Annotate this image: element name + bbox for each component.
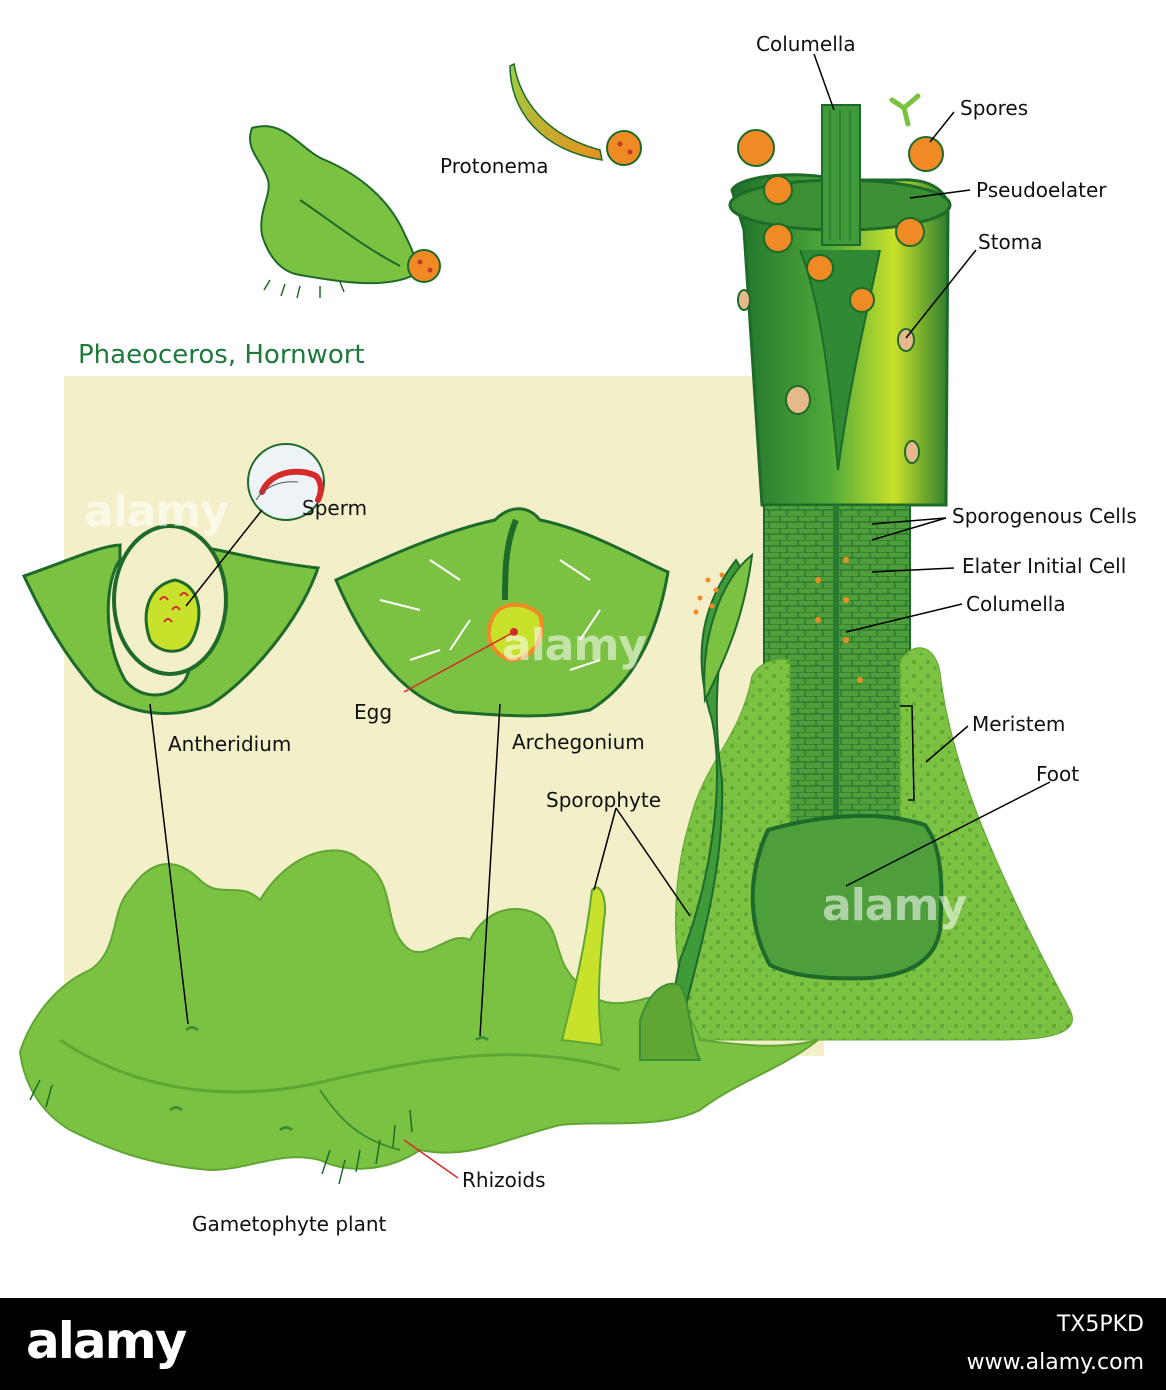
- footer-logo: alamy: [26, 1312, 187, 1370]
- leader-lines: [149, 53, 1051, 1037]
- protonema-filament: [509, 62, 642, 166]
- label-elater-initial-cell: Elater Initial Cell: [962, 554, 1127, 578]
- label-rhizoids: Rhizoids: [462, 1168, 546, 1192]
- foot: [750, 813, 944, 981]
- label-protonema: Protonema: [440, 154, 549, 178]
- spores-cluster: [737, 93, 944, 172]
- label-sporophyte: Sporophyte: [546, 788, 661, 812]
- watermark-right: alamy: [822, 880, 967, 931]
- label-antheridium: Antheridium: [168, 732, 292, 756]
- sporophyte-capsule: [728, 104, 952, 507]
- watermark-left: alamy: [84, 486, 229, 537]
- footer-bar: alamy TX5PKD www.alamy.com: [0, 1298, 1166, 1390]
- label-columella-top: Columella: [756, 32, 856, 56]
- label-meristem: Meristem: [972, 712, 1066, 736]
- label-foot: Foot: [1036, 762, 1080, 786]
- footer-url: www.alamy.com: [966, 1350, 1144, 1375]
- label-stoma: Stoma: [978, 230, 1043, 254]
- label-pseudoelater: Pseudoelater: [976, 178, 1107, 202]
- archegonium: [334, 507, 670, 718]
- label-egg: Egg: [354, 700, 393, 724]
- label-columella-mid: Columella: [966, 592, 1066, 616]
- protonema-leaf: [249, 125, 441, 299]
- footer-image-id: TX5PKD: [1056, 1312, 1144, 1337]
- label-gametophyte-plant: Gametophyte plant: [192, 1212, 387, 1236]
- label-spores: Spores: [960, 96, 1029, 120]
- diagram-canvas: [18, 53, 1073, 1185]
- label-sporogenous-cells: Sporogenous Cells: [952, 504, 1137, 528]
- watermark-center: alamy: [502, 620, 647, 671]
- label-archegonium: Archegonium: [512, 730, 645, 754]
- antheridium: [21, 443, 325, 715]
- gametophyte-plant: [18, 849, 819, 1185]
- rhizoids-leader: [403, 1139, 459, 1179]
- sporophyte-leaf: [703, 552, 754, 704]
- label-sperm: Sperm: [302, 496, 368, 520]
- diagram-title: Phaeoceros, Hornwort: [78, 340, 365, 370]
- released-spores: [693, 572, 725, 615]
